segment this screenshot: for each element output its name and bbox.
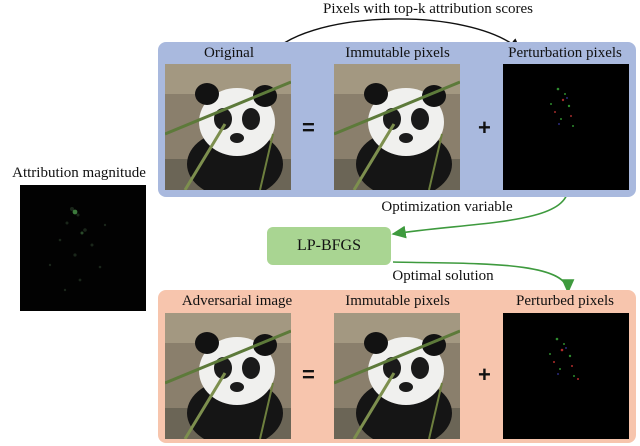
equals-sign-bottom: =: [302, 362, 315, 387]
perturbed-pixels-label: Perturbed pixels: [516, 293, 614, 309]
adversarial-panda-image: [165, 313, 291, 439]
adversarial-image-label: Adversarial image: [181, 293, 293, 309]
optimal-solution-label: Optimal solution: [392, 268, 494, 284]
original-panda-image: [165, 64, 291, 190]
immutable-pixels-image-top: [334, 64, 460, 190]
attribution-label: Attribution magnitude: [12, 165, 146, 181]
lp-bfgs-node: LP-BFGS: [267, 227, 391, 265]
immutable-pixels-image-bottom: [334, 313, 460, 439]
immutable-pixels-label-top: Immutable pixels: [345, 45, 450, 61]
optimization-variable-label: Optimization variable: [381, 199, 513, 215]
original-label: Original: [204, 45, 254, 61]
attribution-magnitude-image: [20, 185, 146, 311]
plus-sign-top: +: [478, 115, 491, 140]
equals-sign-top: =: [302, 115, 315, 140]
plus-sign-bottom: +: [478, 362, 491, 387]
perturbed-pixels-image: [503, 313, 629, 439]
immutable-pixels-label-bottom: Immutable pixels: [345, 293, 450, 309]
perturbation-pixels-label: Perturbation pixels: [508, 45, 622, 61]
top-k-caption: Pixels with top-k attribution scores: [323, 1, 533, 17]
perturbation-pixels-image: [503, 64, 629, 190]
